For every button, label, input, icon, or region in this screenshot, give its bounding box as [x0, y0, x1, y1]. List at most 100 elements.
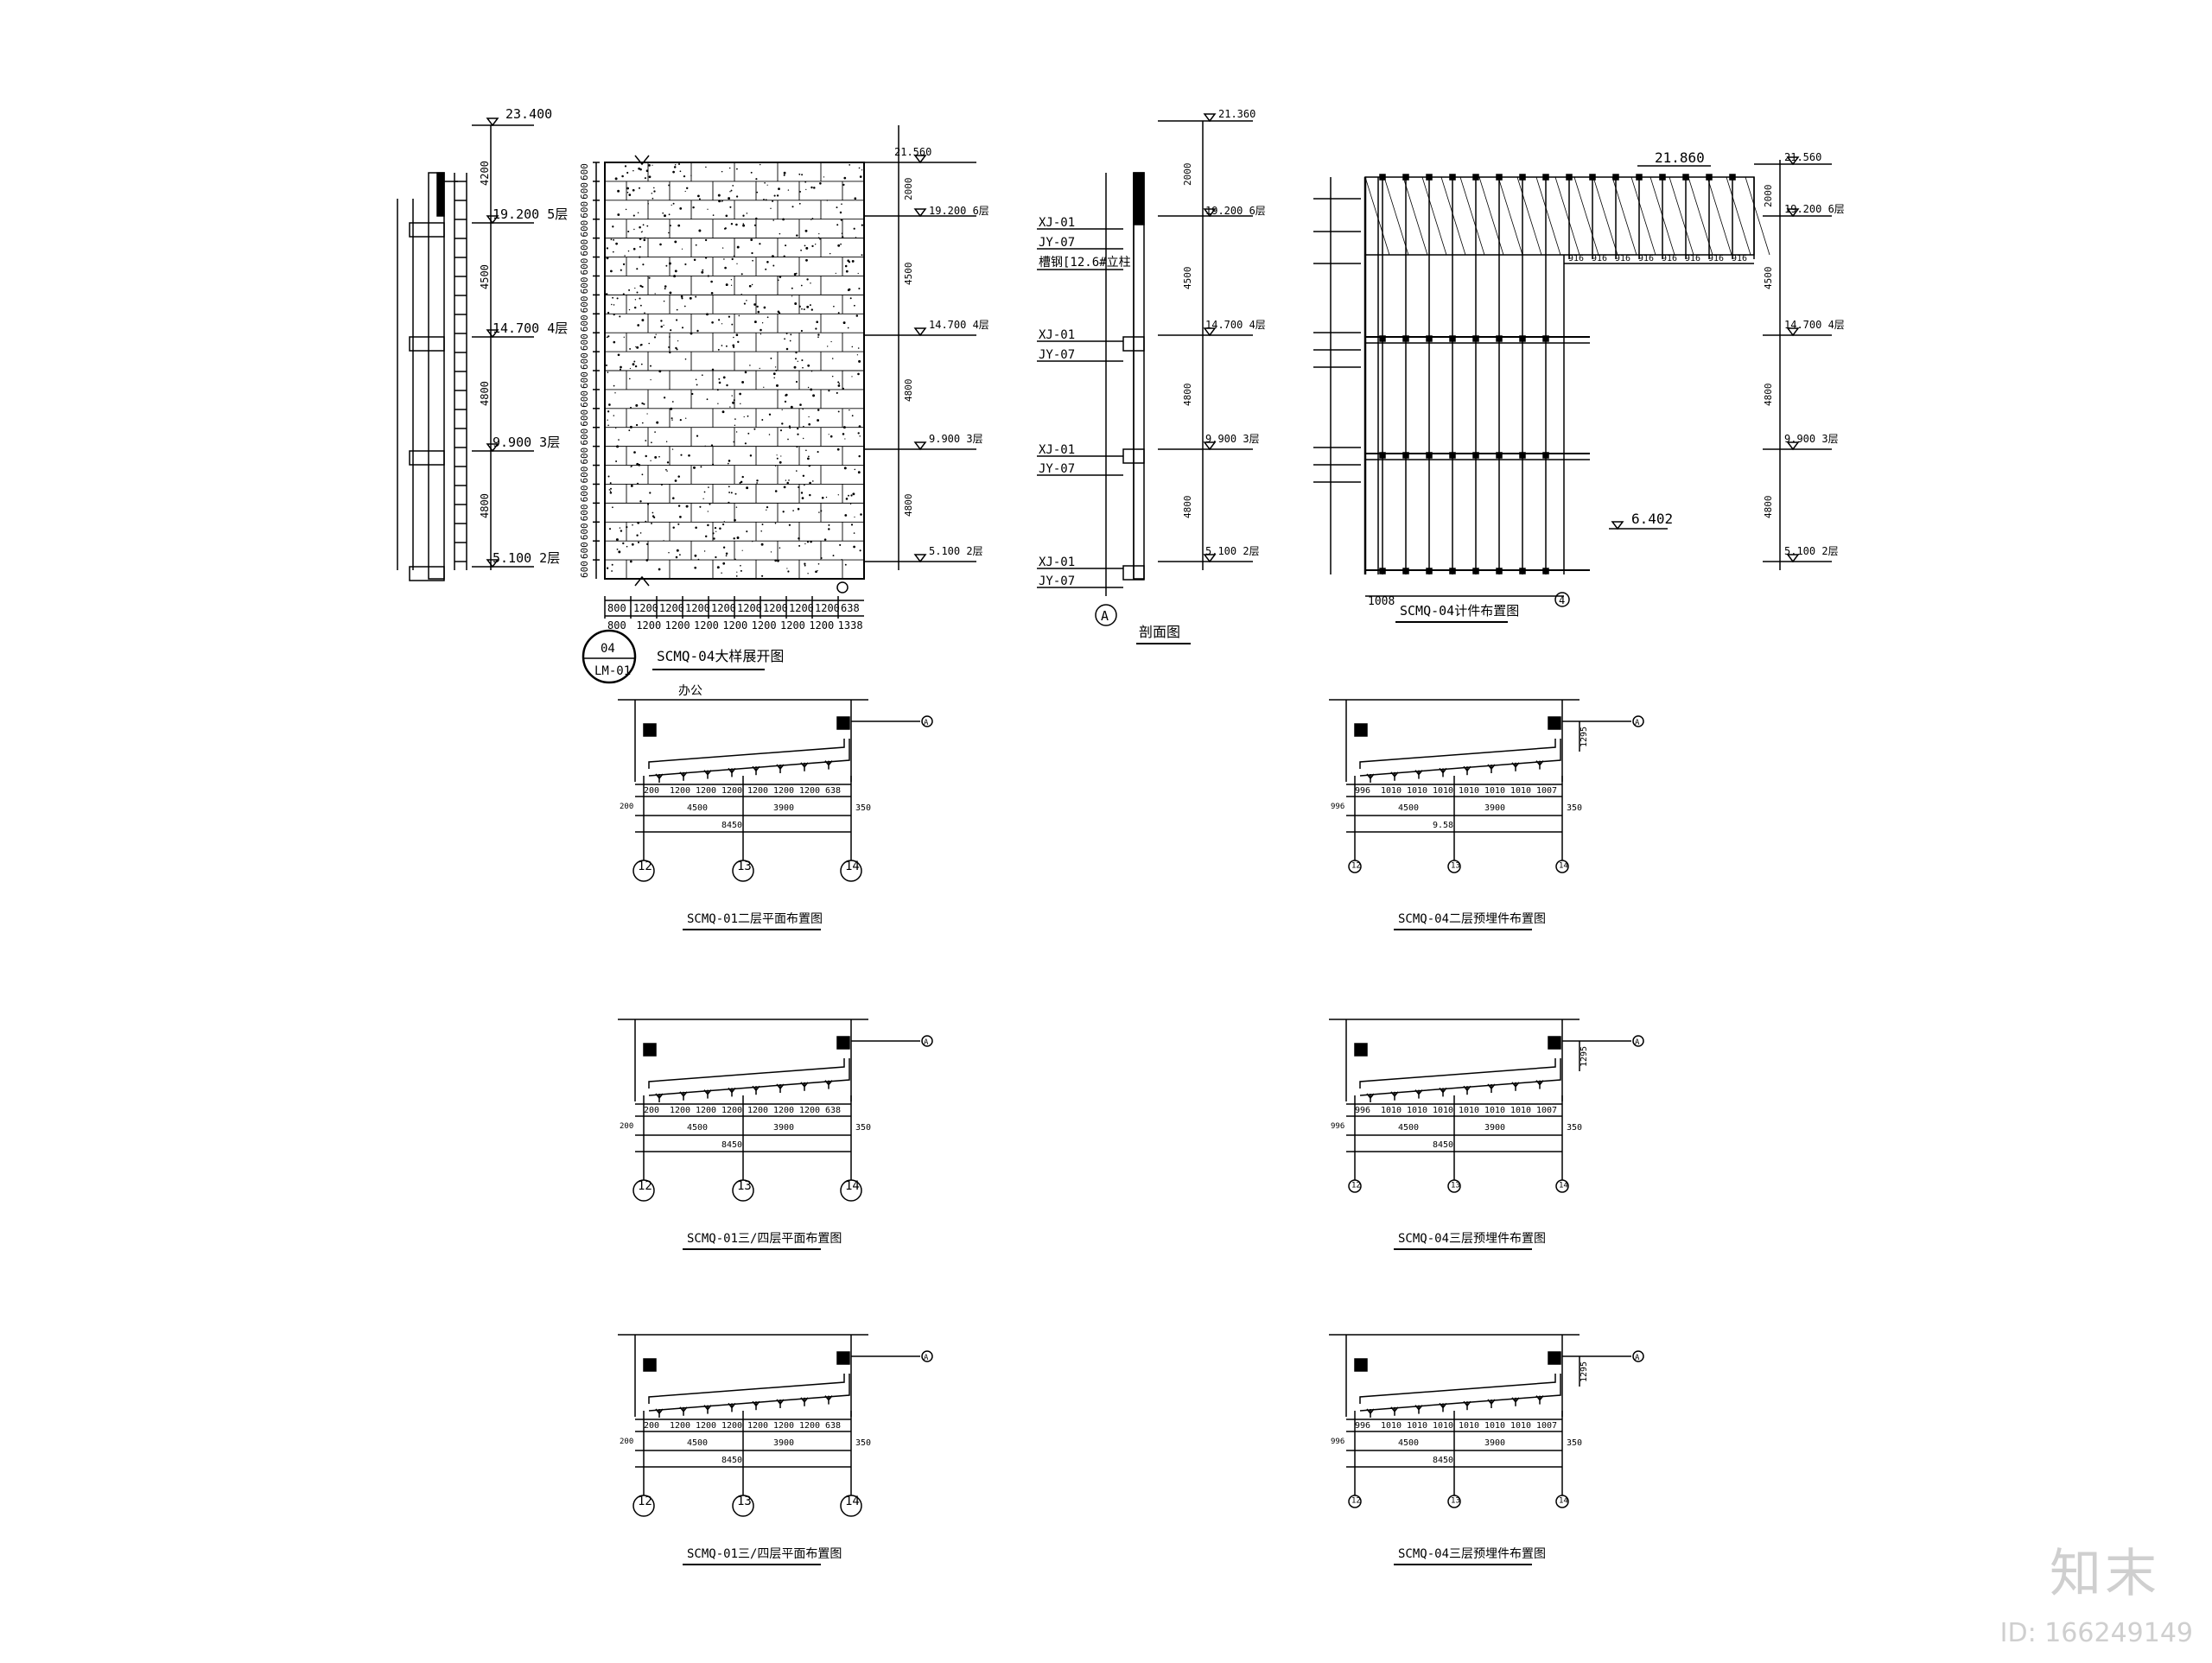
stone-speck: [797, 507, 800, 511]
stone-speck: [705, 166, 707, 168]
anchor-mark: [752, 1085, 760, 1092]
stone-speck: [615, 242, 618, 245]
stone-speck: [665, 468, 667, 471]
frame-dim-1: 2000: [1763, 185, 1774, 208]
stone-speck: [817, 333, 820, 336]
stone-speck: [727, 462, 729, 465]
stone-speck: [683, 305, 686, 308]
left-level-1: 23.400: [505, 106, 552, 122]
stone-speck: [747, 415, 749, 417]
frame-anchor: [1659, 174, 1666, 181]
callout-bottom: LM-01: [594, 664, 631, 678]
frame-anchor: [1566, 174, 1573, 181]
stone-speck: [697, 194, 700, 198]
stone-speck: [810, 308, 813, 311]
stone-speck: [712, 214, 715, 216]
stone-speck: [778, 279, 779, 281]
stone-speck: [858, 359, 861, 363]
stone-speck: [650, 365, 652, 367]
stone-speck: [817, 562, 820, 565]
stone-speck: [672, 497, 675, 499]
panel-dim-4: 4800: [903, 494, 914, 517]
stone-speck: [861, 169, 863, 171]
stone-speck: [641, 319, 645, 322]
stone-speck: [797, 428, 799, 430]
stone-speck: [805, 449, 807, 452]
stone-speck: [796, 234, 798, 237]
anchor-mark: [1439, 1402, 1447, 1409]
stone-speck: [830, 340, 832, 343]
stone-speck: [735, 333, 739, 337]
stone-speck: [699, 505, 702, 508]
plan-sub-label: 350: [855, 803, 871, 813]
stone-speck: [612, 251, 614, 253]
stone-speck: [689, 296, 692, 300]
plan-dim-label: 996: [1355, 1106, 1370, 1115]
stone-speck: [796, 470, 798, 472]
panel-level-4: 9.900 3层: [929, 433, 983, 445]
stone-speck: [639, 532, 642, 534]
stone-speck: [646, 543, 649, 546]
stone-speck: [842, 387, 845, 390]
stone-speck: [817, 419, 820, 422]
stone-speck: [851, 376, 853, 378]
stone-speck: [821, 496, 824, 499]
stone-speck: [774, 366, 777, 368]
plan-sub-label: 4500: [687, 1123, 708, 1133]
stone-speck: [837, 384, 841, 387]
stone-speck: [673, 275, 677, 278]
stone-speck: [743, 302, 746, 305]
stone-speck: [785, 333, 788, 334]
stone-speck: [701, 374, 703, 377]
stone-speck: [806, 541, 810, 543]
plan-sub-label: 350: [1567, 803, 1582, 813]
frame-bottom-dim: 1008: [1368, 595, 1395, 608]
stone-speck: [784, 400, 787, 403]
panel-dim-1: 2000: [903, 178, 914, 201]
stone-speck: [850, 524, 854, 526]
stone-speck: [756, 482, 758, 484]
plan-dim-label: 1010: [1459, 1421, 1479, 1431]
stone-speck: [624, 165, 627, 168]
plan-title: SCMQ-04三层预埋件布置图: [1398, 1547, 1546, 1561]
stone-speck: [695, 378, 697, 381]
stone-speck: [671, 401, 674, 403]
plan-dim-label: 1200: [696, 786, 716, 796]
stone-speck: [734, 558, 736, 561]
stone-speck: [760, 543, 764, 546]
stone-speck: [734, 518, 736, 522]
stone-speck: [606, 567, 609, 569]
stone-speck: [611, 563, 613, 566]
left-level-5: 5.100 2层: [493, 550, 560, 566]
anchor-mark: [1390, 1091, 1399, 1098]
stone-speck: [639, 245, 641, 248]
stone-speck: [765, 199, 767, 201]
stone-speck: [628, 378, 631, 380]
stone-speck: [852, 492, 855, 496]
curtain-face: [1359, 739, 1561, 777]
stone-speck: [641, 402, 644, 405]
stone-speck: [606, 336, 608, 339]
stone-speck: [735, 223, 738, 226]
stone-speck: [616, 445, 620, 448]
stone-speck: [779, 276, 782, 278]
stone-speck: [844, 264, 848, 268]
stone-speck: [680, 454, 683, 456]
stone-speck: [734, 492, 737, 495]
stone-speck: [623, 336, 625, 338]
stone-speck: [614, 392, 616, 394]
stone-speck: [842, 433, 845, 435]
stone-speck: [629, 347, 632, 350]
stone-speck: [799, 403, 802, 406]
stone-speck: [639, 297, 641, 300]
stone-speck: [851, 415, 854, 417]
frame-anchor: [1636, 174, 1643, 181]
stone-speck: [638, 167, 640, 170]
stone-speck: [704, 238, 708, 242]
anchor-mark: [776, 1083, 785, 1090]
stone-speck: [663, 397, 666, 399]
stone-speck: [853, 304, 855, 307]
stone-speck: [741, 549, 743, 551]
stone-speck: [672, 170, 675, 174]
stone-speck: [761, 574, 764, 577]
